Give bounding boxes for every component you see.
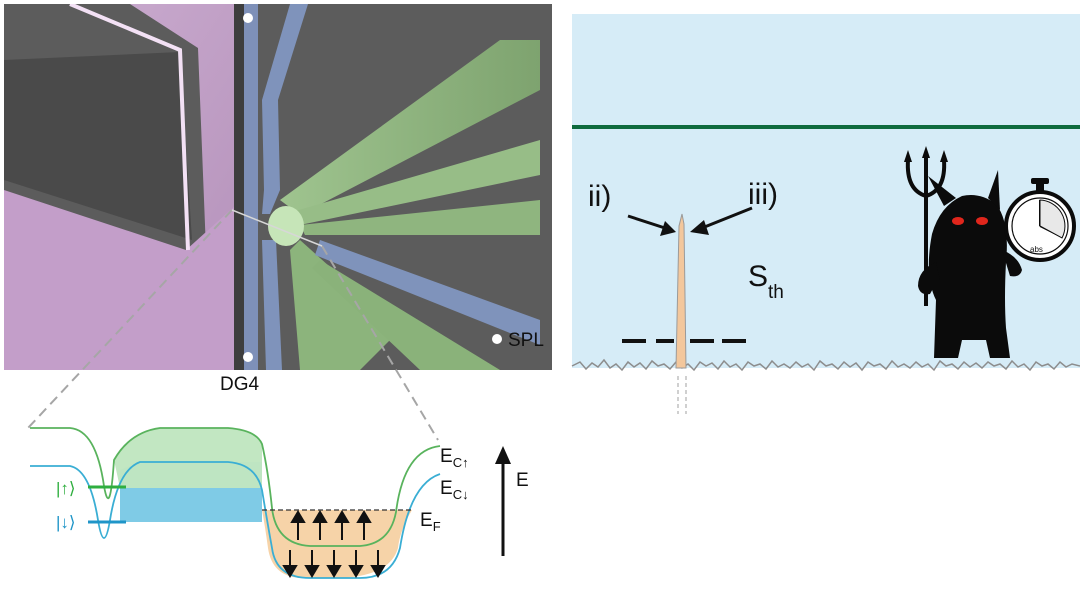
green-gate-3	[300, 200, 540, 235]
ket-spin-up: |↑⟩	[56, 479, 76, 498]
label-iii: iii)	[748, 178, 778, 211]
label-spl: SPL	[508, 330, 544, 351]
sem-dark-pocket	[4, 52, 192, 240]
label-energy-axis: E	[516, 470, 529, 491]
demon-eye-left	[952, 217, 964, 225]
pulse-spike	[675, 213, 687, 369]
green-band-fill	[114, 428, 262, 488]
label-s-th: Sth	[748, 260, 784, 303]
green-gate-2	[292, 140, 540, 225]
stopwatch-icon: abs	[1004, 178, 1076, 262]
blue-gate-spl	[315, 240, 540, 345]
arrow-ii	[627, 214, 676, 236]
demon-eye-right	[976, 217, 988, 225]
sem-image	[4, 4, 552, 370]
green-gate-5	[312, 260, 500, 370]
green-band-curve	[30, 427, 441, 547]
label-ii: ii)	[588, 180, 611, 213]
band-diagram: |↑⟩ |↓⟩ EC↑ EC↓ EF E	[30, 427, 529, 579]
green-gate-1	[280, 40, 540, 215]
zoom-line-mid	[231, 209, 323, 247]
label-dg4: DG4	[220, 374, 260, 395]
label-ec-down: EC↓	[440, 478, 469, 502]
spin-arrows-down	[282, 550, 386, 578]
noise-trace	[571, 358, 1080, 372]
contact-dot-dg4	[243, 352, 253, 362]
contact-dot-spl	[492, 334, 502, 344]
zoom-line-right	[321, 245, 439, 441]
blue-gate-left	[244, 4, 258, 370]
energy-axis-arrow	[495, 446, 511, 556]
demon-icon	[904, 146, 1022, 358]
blue-band-top-fill	[120, 488, 262, 522]
label-ec-up: EC↑	[440, 446, 469, 470]
fermi-sea-fill	[262, 510, 412, 578]
label-ef: EF	[420, 510, 441, 534]
zoom-line-left	[27, 209, 233, 429]
arrow-iii	[690, 206, 753, 235]
ket-spin-down: |↓⟩	[56, 513, 76, 532]
blue-gate-right-lower	[262, 240, 282, 370]
spin-arrows-up	[290, 510, 372, 540]
stopwatch-label: abs	[1030, 245, 1043, 254]
magenta-gate-edge	[69, 4, 190, 251]
blue-band-curve	[30, 461, 441, 579]
schematic-panel: ii) iii) Sth	[571, 14, 1080, 414]
magenta-gate-lower	[4, 190, 238, 370]
blue-gate-right	[262, 4, 308, 214]
contact-dot-top	[243, 13, 253, 23]
